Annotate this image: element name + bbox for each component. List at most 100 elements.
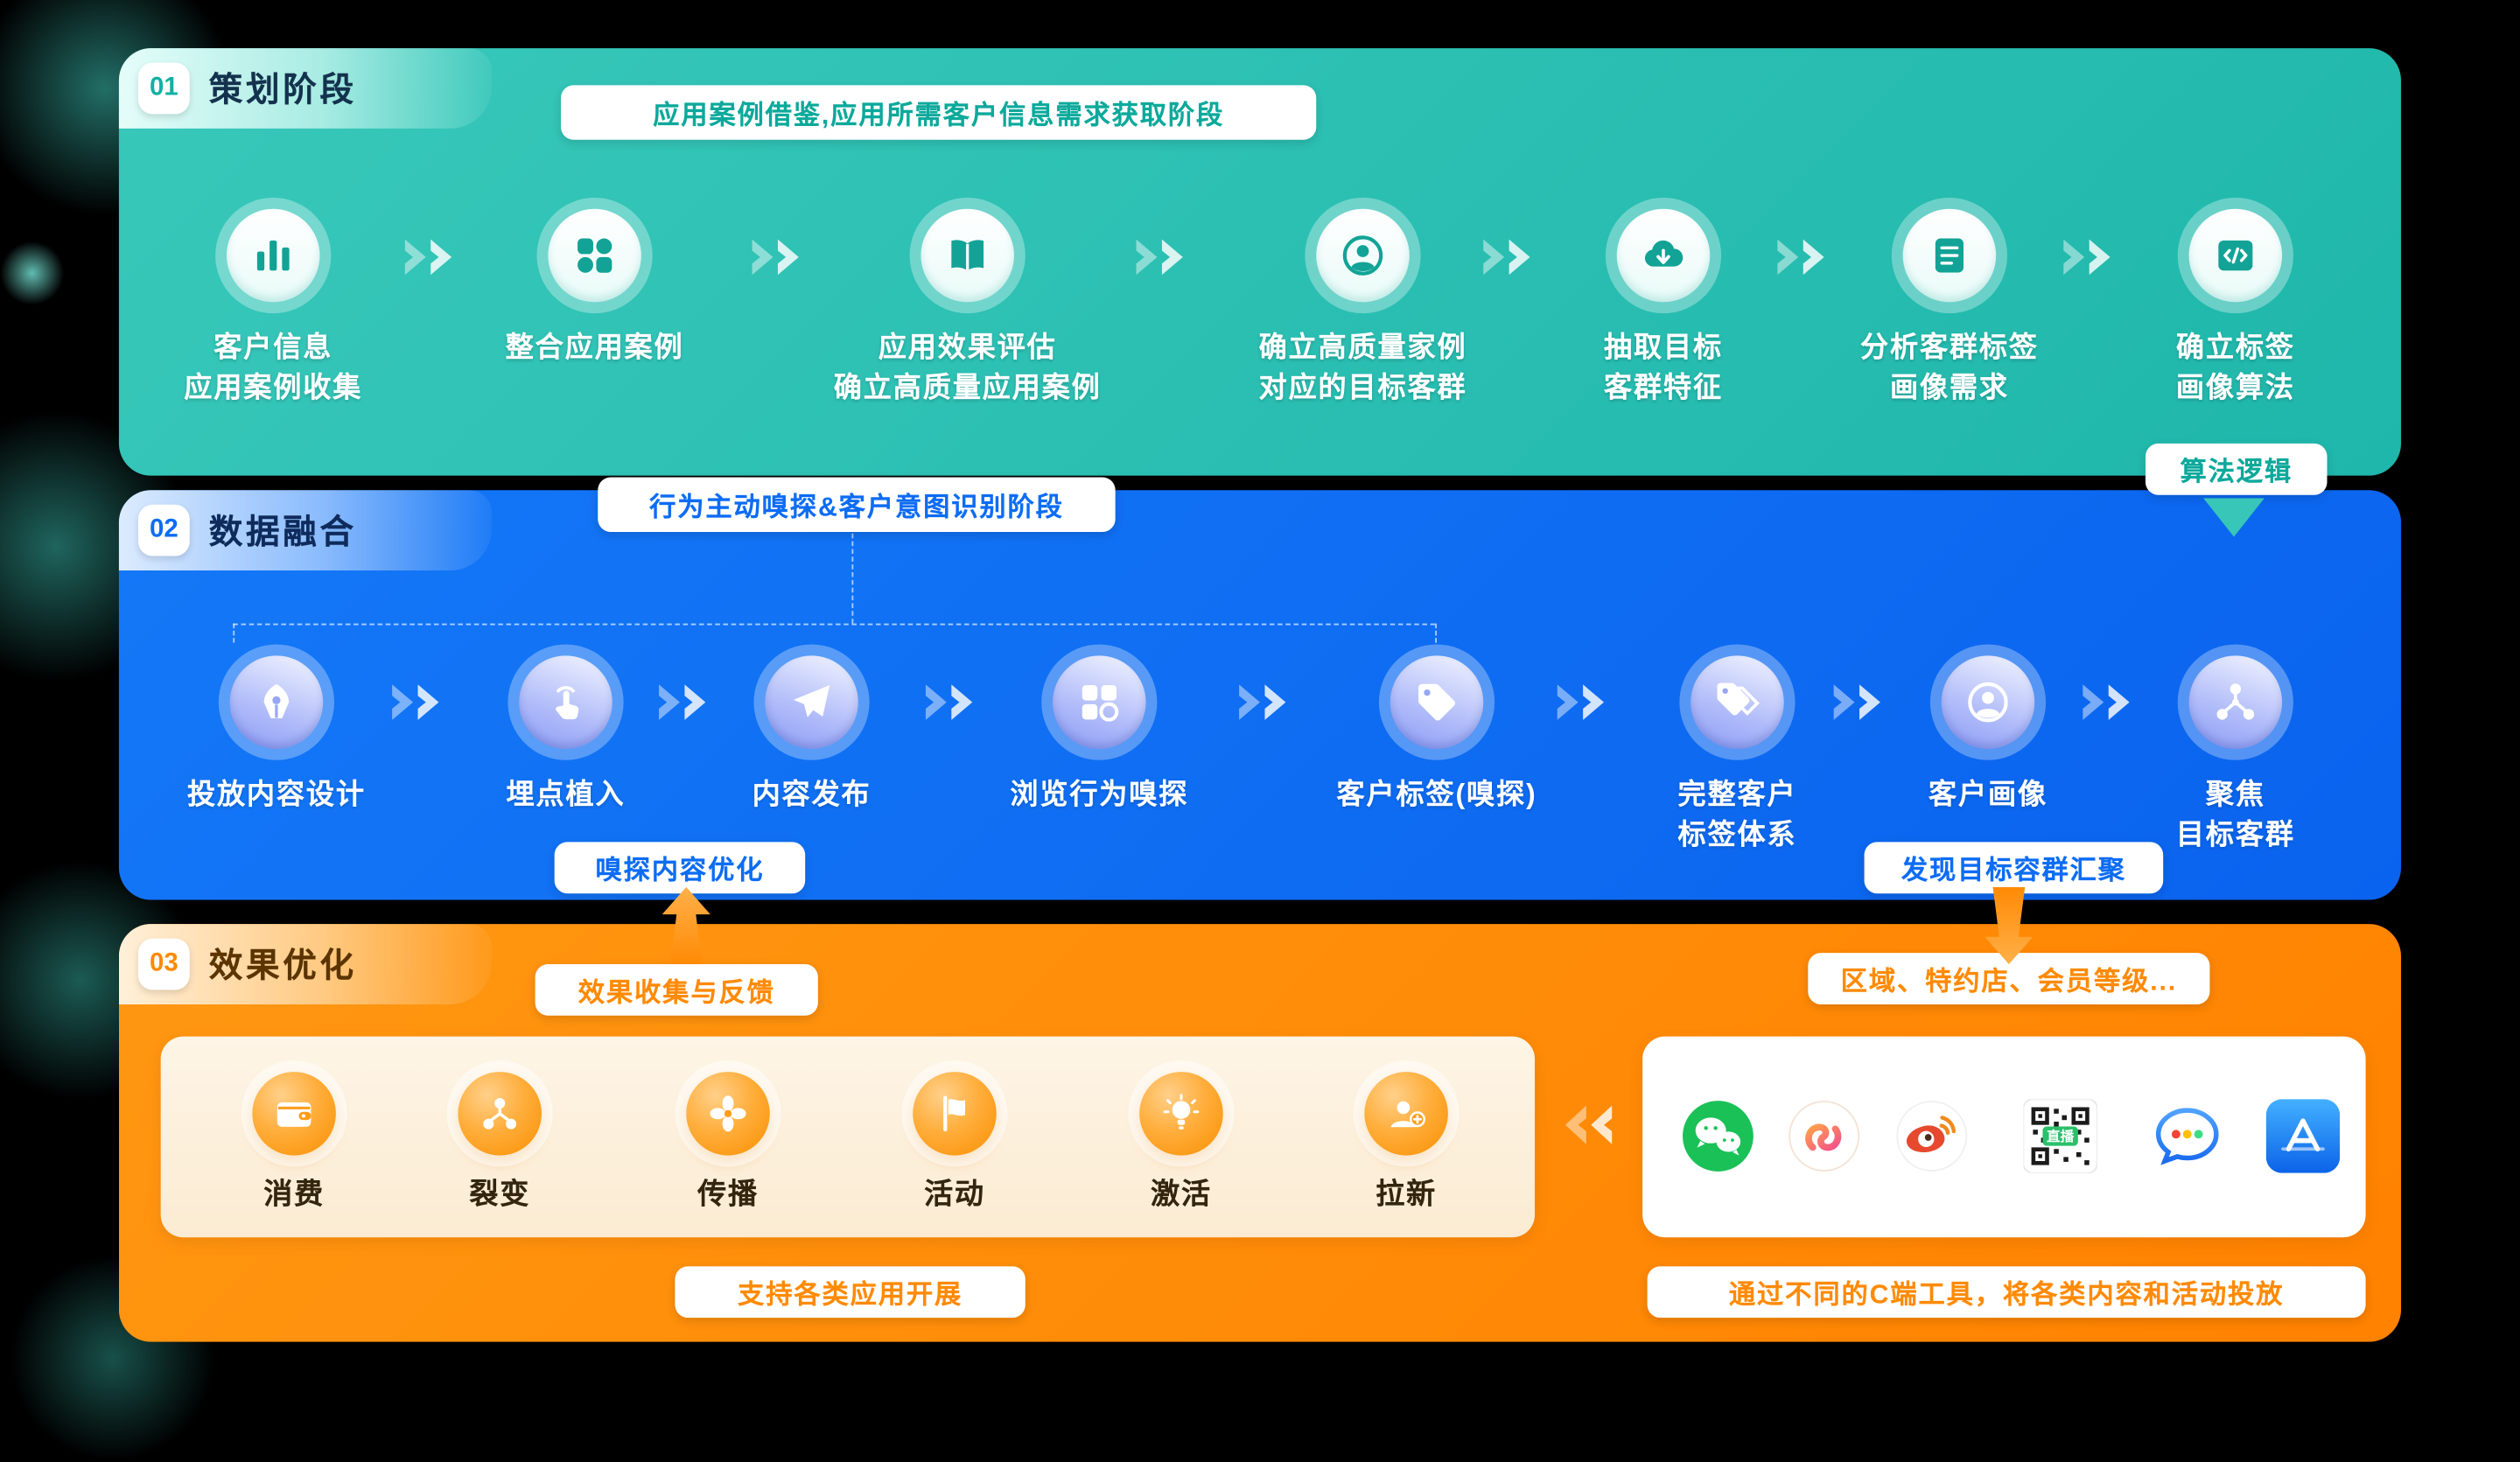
algorithm-logic-tag: 算法逻辑 — [2145, 443, 2328, 495]
step-evaluate: 应用效果评估 确立高质量应用案例 — [782, 197, 1152, 409]
step-label: 客户画像 — [1928, 777, 2048, 810]
discover-target-tag: 发现目标容群汇聚 — [1864, 842, 2164, 894]
chevron-right-icon — [1777, 239, 1824, 276]
chevron-right-icon — [659, 684, 706, 720]
tags-icon — [1717, 682, 1760, 716]
dashed-connector — [233, 623, 235, 643]
up-arrow-icon — [662, 886, 710, 965]
activity-label: 活动 — [924, 1178, 985, 1211]
phase1-number-badge: 01 — [137, 62, 190, 115]
step-label: 浏览行为嗅探 — [1010, 777, 1189, 810]
activity-label: 传播 — [697, 1178, 759, 1211]
step-analyze-labels: 分析客群标签 画像需求 — [1765, 197, 2134, 409]
bulb-icon — [1163, 1094, 1200, 1130]
pen-icon — [263, 683, 290, 719]
chat-app-icon — [2155, 1108, 2219, 1165]
chevron-right-icon — [404, 239, 452, 276]
sniff-optimize-tag: 嗅探内容优化 — [554, 842, 806, 894]
chevron-right-icon — [1239, 684, 1286, 720]
step-tag-system: 完整客户 标签体系 — [1552, 644, 1922, 857]
step-label: 客户信息 应用案例收集 — [184, 331, 363, 404]
channels-panel: 直播 — [1642, 1036, 2366, 1238]
step-customer-portrait: 客户画像 — [1803, 644, 2173, 815]
flag-icon — [943, 1095, 965, 1132]
step-collect-cases: 客户信息 应用案例收集 — [88, 197, 458, 409]
chevron-right-icon — [925, 684, 973, 720]
chevron-right-icon — [392, 684, 439, 720]
chevron-right-icon — [2063, 239, 2110, 276]
step-focus-target: 聚焦 目标客群 — [2051, 644, 2420, 857]
step-label: 投放内容设计 — [186, 777, 366, 810]
code-icon — [2218, 240, 2253, 271]
step-label: 确立标签 画像算法 — [2175, 331, 2295, 404]
down-arrow-icon — [2203, 498, 2264, 537]
browse-grid-icon — [1082, 685, 1119, 722]
chevron-right-icon — [1557, 684, 1605, 720]
open-book-icon — [951, 240, 984, 271]
activities-panel: 消费 裂变 传播 活动 激活 拉新 — [160, 1036, 1536, 1238]
step-label: 聚焦 目标客群 — [2175, 777, 2295, 851]
split-icon — [483, 1098, 517, 1130]
bar-chart-icon — [256, 240, 290, 271]
band-planning: 01 策划阶段 应用案例借鉴,应用所需客户信息需求获取阶段 客户信息 应用案例收… — [118, 48, 2402, 476]
step-publish: 内容发布 — [626, 644, 996, 815]
step-target-group: 确立高质量家例 对应的目标客群 — [1178, 197, 1547, 409]
activity-activate: 激活 — [1085, 1072, 1278, 1214]
chevron-right-icon — [1833, 684, 1880, 720]
dashed-connector — [233, 623, 1436, 626]
step-label: 整合应用案例 — [505, 331, 684, 364]
chevron-right-icon — [752, 239, 799, 276]
step-label: 应用效果评估 确立高质量应用案例 — [833, 331, 1102, 404]
step-extract-features: 抽取目标 客群特征 — [1479, 197, 1848, 409]
phase1-pill: 01 策划阶段 — [118, 48, 493, 129]
activity-acquire: 拉新 — [1310, 1072, 1502, 1214]
chevron-right-icon — [1136, 239, 1183, 276]
phase3-title: 效果优化 — [208, 948, 357, 985]
phase1-banner: 应用案例借鉴,应用所需客户信息需求获取阶段 — [561, 85, 1317, 140]
chevron-right-icon — [2082, 684, 2130, 720]
dashed-connector — [851, 533, 854, 624]
weibo-icon — [1896, 1101, 1968, 1172]
phase2-banner: 行为主动嗅探&客户意图识别阶段 — [598, 477, 1116, 532]
feedback-tag: 效果收集与反馈 — [535, 964, 818, 1016]
step-label: 埋点植入 — [506, 777, 626, 810]
glow-decoration — [0, 241, 65, 305]
profile-icon — [1968, 682, 2008, 723]
step-tracking: 埋点植入 — [381, 644, 750, 815]
step-label: 抽取目标 客群特征 — [1604, 331, 1723, 404]
fan-icon — [710, 1095, 746, 1132]
network-icon — [2216, 683, 2255, 720]
phase3-number-badge: 03 — [137, 938, 190, 990]
band-data-fusion: 02 数据融合 行为主动嗅探&客户意图识别阶段 投放内容设计 埋点植入 内容发布 — [118, 477, 2402, 900]
step-label: 分析客群标签 画像需求 — [1859, 331, 2039, 404]
chevron-right-icon — [1483, 239, 1530, 276]
tag-icon — [1418, 683, 1455, 721]
step-label: 客户标签(嗅探) — [1336, 777, 1537, 810]
activity-label: 激活 — [1151, 1178, 1212, 1211]
qr-live-label: 直播 — [2047, 1128, 2075, 1144]
step-label: 确立高质量家例 对应的目标客群 — [1258, 331, 1467, 404]
activity-event: 活动 — [858, 1072, 1051, 1214]
dashed-connector — [1435, 623, 1438, 643]
phase1-title: 策划阶段 — [208, 72, 357, 109]
channels-icon — [1788, 1101, 1860, 1172]
person-icon — [1342, 235, 1383, 276]
user-plus-icon — [1390, 1101, 1425, 1128]
wallet-icon — [276, 1102, 312, 1127]
step-content-design: 投放内容设计 — [92, 644, 461, 815]
send-icon — [793, 685, 830, 717]
activity-fission: 裂变 — [403, 1072, 596, 1214]
tap-icon — [556, 686, 579, 720]
wechat-icon — [1683, 1101, 1754, 1172]
down-arrow-icon — [1984, 886, 2034, 965]
document-icon — [1935, 238, 1964, 273]
activity-label: 拉新 — [1376, 1178, 1438, 1211]
qrcode-live-icon: 直播 — [2022, 1098, 2098, 1174]
footer-right-tag: 通过不同的C端工具，将各类内容和活动投放 — [1647, 1266, 2366, 1319]
segment-tag: 区域、特约店、会员等级... — [1808, 953, 2210, 1004]
activity-label: 消费 — [263, 1178, 326, 1211]
activity-consume: 消费 — [198, 1072, 390, 1214]
phase2-title: 数据融合 — [208, 514, 357, 551]
phase2-pill: 02 数据融合 — [118, 490, 493, 571]
phase2-number-badge: 02 — [137, 504, 190, 556]
